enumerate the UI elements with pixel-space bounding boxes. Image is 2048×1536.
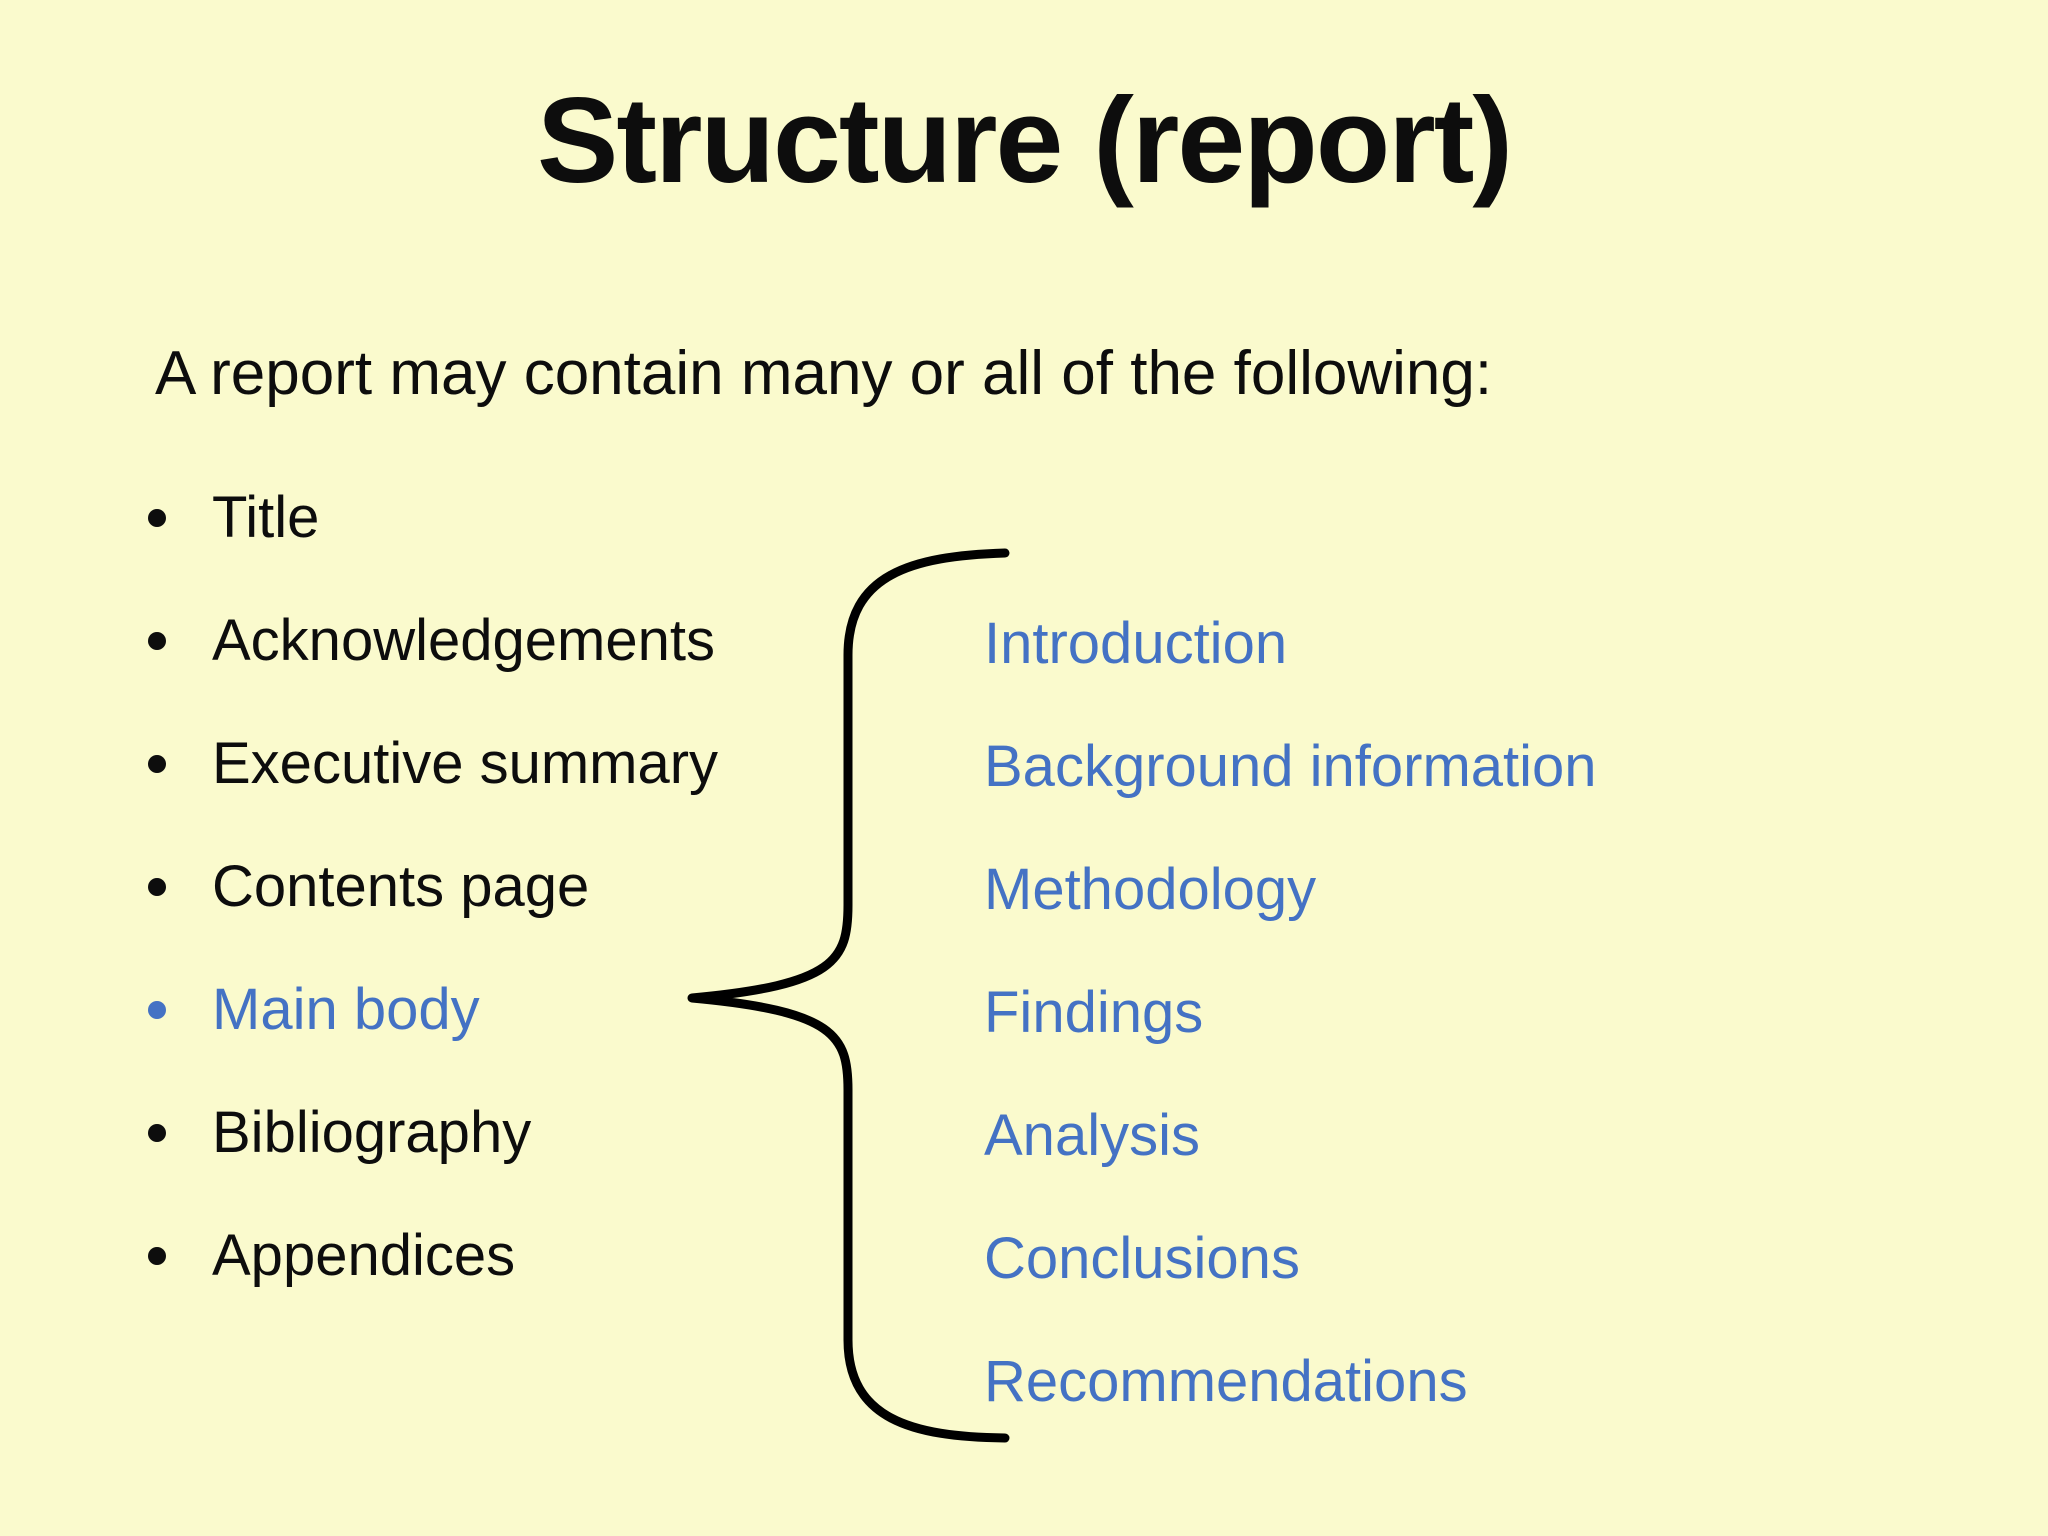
- section-item: Introduction: [984, 611, 1288, 676]
- page-title: Structure (report): [537, 72, 1513, 208]
- list-item: Executive summary: [148, 702, 718, 825]
- list-item-label: Bibliography: [212, 1100, 532, 1165]
- section-item: Recommendations: [984, 1349, 1468, 1414]
- list-item: Appendices: [148, 1194, 718, 1317]
- intro-text: A report may contain many or all of the …: [155, 339, 1493, 408]
- section-item: Methodology: [984, 857, 1317, 922]
- list-item: Bibliography: [148, 1071, 718, 1194]
- bullet-icon: [148, 631, 166, 650]
- bullet-icon: [148, 754, 166, 773]
- list-item-label: Main body: [212, 977, 480, 1042]
- section-item: Analysis: [984, 1103, 1200, 1168]
- bullet-icon: [148, 1000, 166, 1019]
- section-item: Findings: [984, 980, 1204, 1045]
- list-item-main-body: Main body: [148, 948, 718, 1071]
- section-item: Background information: [984, 734, 1597, 799]
- list-item: Title: [148, 456, 718, 579]
- list-item-label: Acknowledgements: [212, 608, 715, 673]
- bullet-icon: [148, 1123, 166, 1142]
- list-item-label: Title: [212, 485, 320, 550]
- list-item-label: Executive summary: [212, 731, 719, 796]
- list-item-label: Appendices: [212, 1223, 516, 1288]
- list-item: Acknowledgements: [148, 579, 718, 702]
- bullet-icon: [148, 1246, 166, 1265]
- main-body-sections-list: Introduction Background information Meth…: [984, 582, 1597, 1443]
- report-parts-list: Title Acknowledgements Executive summary…: [148, 456, 718, 1317]
- bullet-icon: [148, 877, 166, 896]
- list-item-label: Contents page: [212, 854, 590, 919]
- list-item: Contents page: [148, 825, 718, 948]
- bullet-icon: [148, 508, 166, 527]
- section-item: Conclusions: [984, 1226, 1300, 1291]
